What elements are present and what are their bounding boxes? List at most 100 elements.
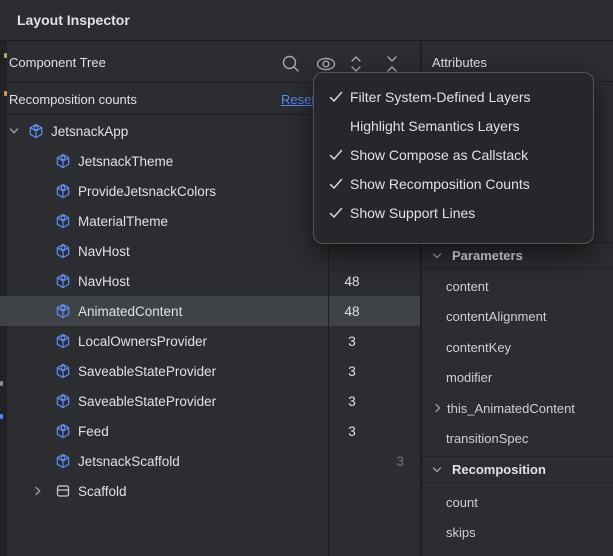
section-title: Parameters <box>452 248 523 263</box>
composable-icon <box>55 303 71 319</box>
chevron-right-icon[interactable] <box>30 483 46 499</box>
tree-row-label: LocalOwnersProvider <box>78 333 208 349</box>
check-icon <box>327 146 345 164</box>
gutter-mark <box>0 414 3 419</box>
attr-row-contentalignment[interactable]: contentAlignment <box>422 301 613 331</box>
tree-row-label: ProvideJetsnackColors <box>78 183 217 199</box>
attr-label: contentAlignment <box>446 308 547 324</box>
recomposition-count: 3 <box>348 363 356 379</box>
attr-label: contentKey <box>446 339 512 355</box>
tree-row-scaffold[interactable]: Scaffold <box>0 476 420 506</box>
chevron-right-icon[interactable] <box>431 401 445 415</box>
chevron-down-icon[interactable] <box>6 123 22 139</box>
view-options-eye-icon[interactable] <box>315 53 337 75</box>
attr-row-modifier[interactable]: modifier <box>422 362 613 392</box>
tree-row-label: JetsnackScaffold <box>78 453 180 469</box>
tree-row-animatedcontent[interactable]: AnimatedContent 48 <box>0 296 420 326</box>
composable-icon <box>55 333 71 349</box>
menu-item-label: Show Recomposition Counts <box>350 175 530 192</box>
attributes-title: Attributes <box>432 55 487 70</box>
tree-row-label: NavHost <box>78 273 130 289</box>
attr-label: count <box>446 494 478 510</box>
attributes-panel: Attributes Parameters content contentAli… <box>422 42 613 556</box>
check-icon <box>327 204 345 222</box>
composable-icon <box>55 393 71 409</box>
attr-row-transitionspec[interactable]: transitionSpec <box>422 423 613 453</box>
menu-item-highlight-semantics-layers[interactable]: Highlight Semantics Layers <box>314 111 593 140</box>
tree-row-label: SaveableStateProvider <box>78 363 217 379</box>
tree-row-materialtheme[interactable]: MaterialTheme <box>0 206 420 236</box>
check-icon <box>327 88 345 106</box>
count-column-divider <box>328 116 329 556</box>
panel-divider[interactable] <box>420 42 422 556</box>
menu-item-filter-system-defined-layers[interactable]: Filter System-Defined Layers <box>314 82 593 111</box>
attr-label: skips <box>446 524 476 540</box>
menu-item-show-support-lines[interactable]: Show Support Lines <box>314 198 593 227</box>
composable-icon <box>28 123 44 139</box>
tree-row-localownersprovider[interactable]: LocalOwnersProvider 3 <box>0 326 420 356</box>
attr-row-this-animatedcontent[interactable]: this_AnimatedContent <box>422 393 613 423</box>
tree-row-saveablestateprovider-2[interactable]: SaveableStateProvider 3 <box>0 386 420 416</box>
expand-all-icon[interactable] <box>345 53 367 75</box>
chevron-down-icon <box>430 463 444 477</box>
tree-row-label: Scaffold <box>78 483 127 499</box>
tree-row-label: Feed <box>78 423 109 439</box>
chevron-down-icon <box>430 249 444 263</box>
gutter-mark <box>4 91 7 96</box>
tree-row-saveablestateprovider-1[interactable]: SaveableStateProvider 3 <box>0 356 420 386</box>
tree-row-jetsnackapp[interactable]: JetsnackApp <box>0 116 420 146</box>
tree-row-feed[interactable]: Feed 3 <box>0 416 420 446</box>
tree-row-providejetsnackcolors[interactable]: ProvideJetsnackColors <box>0 176 420 206</box>
component-tree: JetsnackApp JetsnackTheme ProvideJetsnac… <box>0 116 420 556</box>
attr-row-count[interactable]: count <box>422 487 613 517</box>
gutter-mark <box>0 381 3 386</box>
tree-row-label: JetsnackApp <box>51 123 129 139</box>
reset-counts-link[interactable]: Reset <box>281 92 315 107</box>
recomposition-count: 3 <box>348 333 356 349</box>
menu-item-show-compose-as-callstack[interactable]: Show Compose as Callstack <box>314 140 593 169</box>
attr-label: transitionSpec <box>446 430 529 446</box>
recomposition-section-header[interactable]: Recomposition <box>422 456 613 483</box>
composable-icon <box>55 213 71 229</box>
attr-label: modifier <box>446 369 493 385</box>
composable-icon <box>55 273 71 289</box>
page-title: Layout Inspector <box>17 12 130 28</box>
gutter-mark <box>4 53 7 58</box>
composable-icon <box>55 183 71 199</box>
attr-row-skips[interactable]: skips <box>422 517 613 547</box>
tree-row-jetsnackscaffold[interactable]: JetsnackScaffold 3 <box>0 446 420 476</box>
component-tree-title: Component Tree <box>9 55 106 70</box>
attr-label: this_AnimatedContent <box>447 400 575 416</box>
menu-item-label: Filter System-Defined Layers <box>350 88 531 105</box>
tree-row-navhost-1[interactable]: NavHost <box>0 236 420 266</box>
composable-icon <box>55 453 71 469</box>
composable-icon <box>55 363 71 379</box>
tree-row-label: AnimatedContent <box>78 303 183 319</box>
menu-item-label: Show Support Lines <box>350 204 476 221</box>
parameters-section-header[interactable]: Parameters <box>422 242 613 269</box>
recomposition-count: 48 <box>344 303 360 319</box>
tree-row-label: JetsnackTheme <box>78 153 174 169</box>
attr-row-content[interactable]: content <box>422 271 613 301</box>
recomposition-counts-label: Recomposition counts <box>9 92 137 107</box>
component-tree-header: Component Tree <box>0 42 420 83</box>
attr-row-contentkey[interactable]: contentKey <box>422 332 613 362</box>
search-icon[interactable] <box>280 53 302 75</box>
tree-row-jetsnacktheme[interactable]: JetsnackTheme <box>0 146 420 176</box>
composable-icon <box>55 423 71 439</box>
menu-item-show-recomposition-counts[interactable]: Show Recomposition Counts <box>314 169 593 198</box>
scaffold-view-icon <box>55 483 71 499</box>
recomposition-count: 3 <box>348 393 356 409</box>
recomposition-count: 48 <box>344 273 360 289</box>
collapse-all-icon[interactable] <box>381 53 403 75</box>
tree-row-label: MaterialTheme <box>78 213 169 229</box>
tool-window-titlebar: Layout Inspector <box>0 0 613 41</box>
attr-label: content <box>446 278 489 294</box>
tree-row-navhost-2[interactable]: NavHost 48 <box>0 266 420 296</box>
recomposition-count: 3 <box>348 423 356 439</box>
composable-icon <box>55 153 71 169</box>
check-icon <box>327 175 345 193</box>
recomposition-counts-bar: Recomposition counts Reset <box>0 84 420 115</box>
menu-item-label: Highlight Semantics Layers <box>350 117 520 134</box>
view-options-menu: Filter System-Defined Layers Highlight S… <box>313 72 594 244</box>
